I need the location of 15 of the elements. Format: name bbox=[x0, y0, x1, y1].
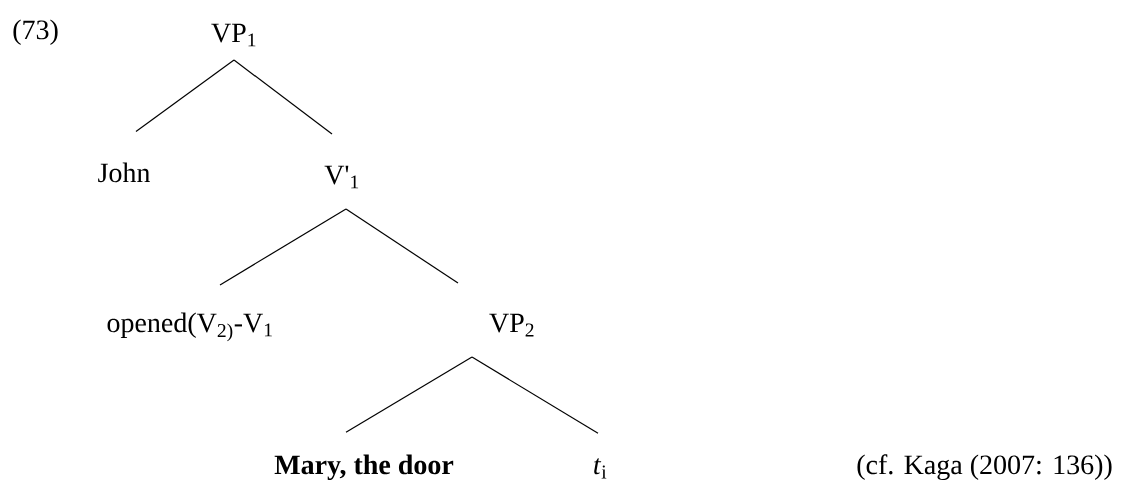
tree-branch bbox=[233, 59, 333, 135]
tree-branch bbox=[135, 59, 235, 133]
tree-node-label: VP$_{1}$ bbox=[211, 23, 256, 47]
tree-node-label: VP$_{2}$ bbox=[489, 313, 534, 337]
tree-branch bbox=[345, 208, 459, 284]
tree-node-label: Mary, the door bbox=[274, 454, 454, 481]
tree-branch bbox=[471, 356, 599, 434]
citation: (cf. Kaga (2007: 136)) bbox=[857, 454, 1112, 481]
tree-node-label: V'$_{1}$ bbox=[324, 165, 359, 189]
tree-node-label: t$_{i}$ bbox=[594, 458, 607, 479]
tree-branch bbox=[345, 356, 473, 433]
example-number: (73) bbox=[13, 19, 58, 45]
tree-node-label: opened(V$_{2)}$-V$_{1}$ bbox=[107, 312, 272, 342]
tree-node-label: John bbox=[98, 162, 150, 183]
tree-branch bbox=[219, 208, 347, 286]
